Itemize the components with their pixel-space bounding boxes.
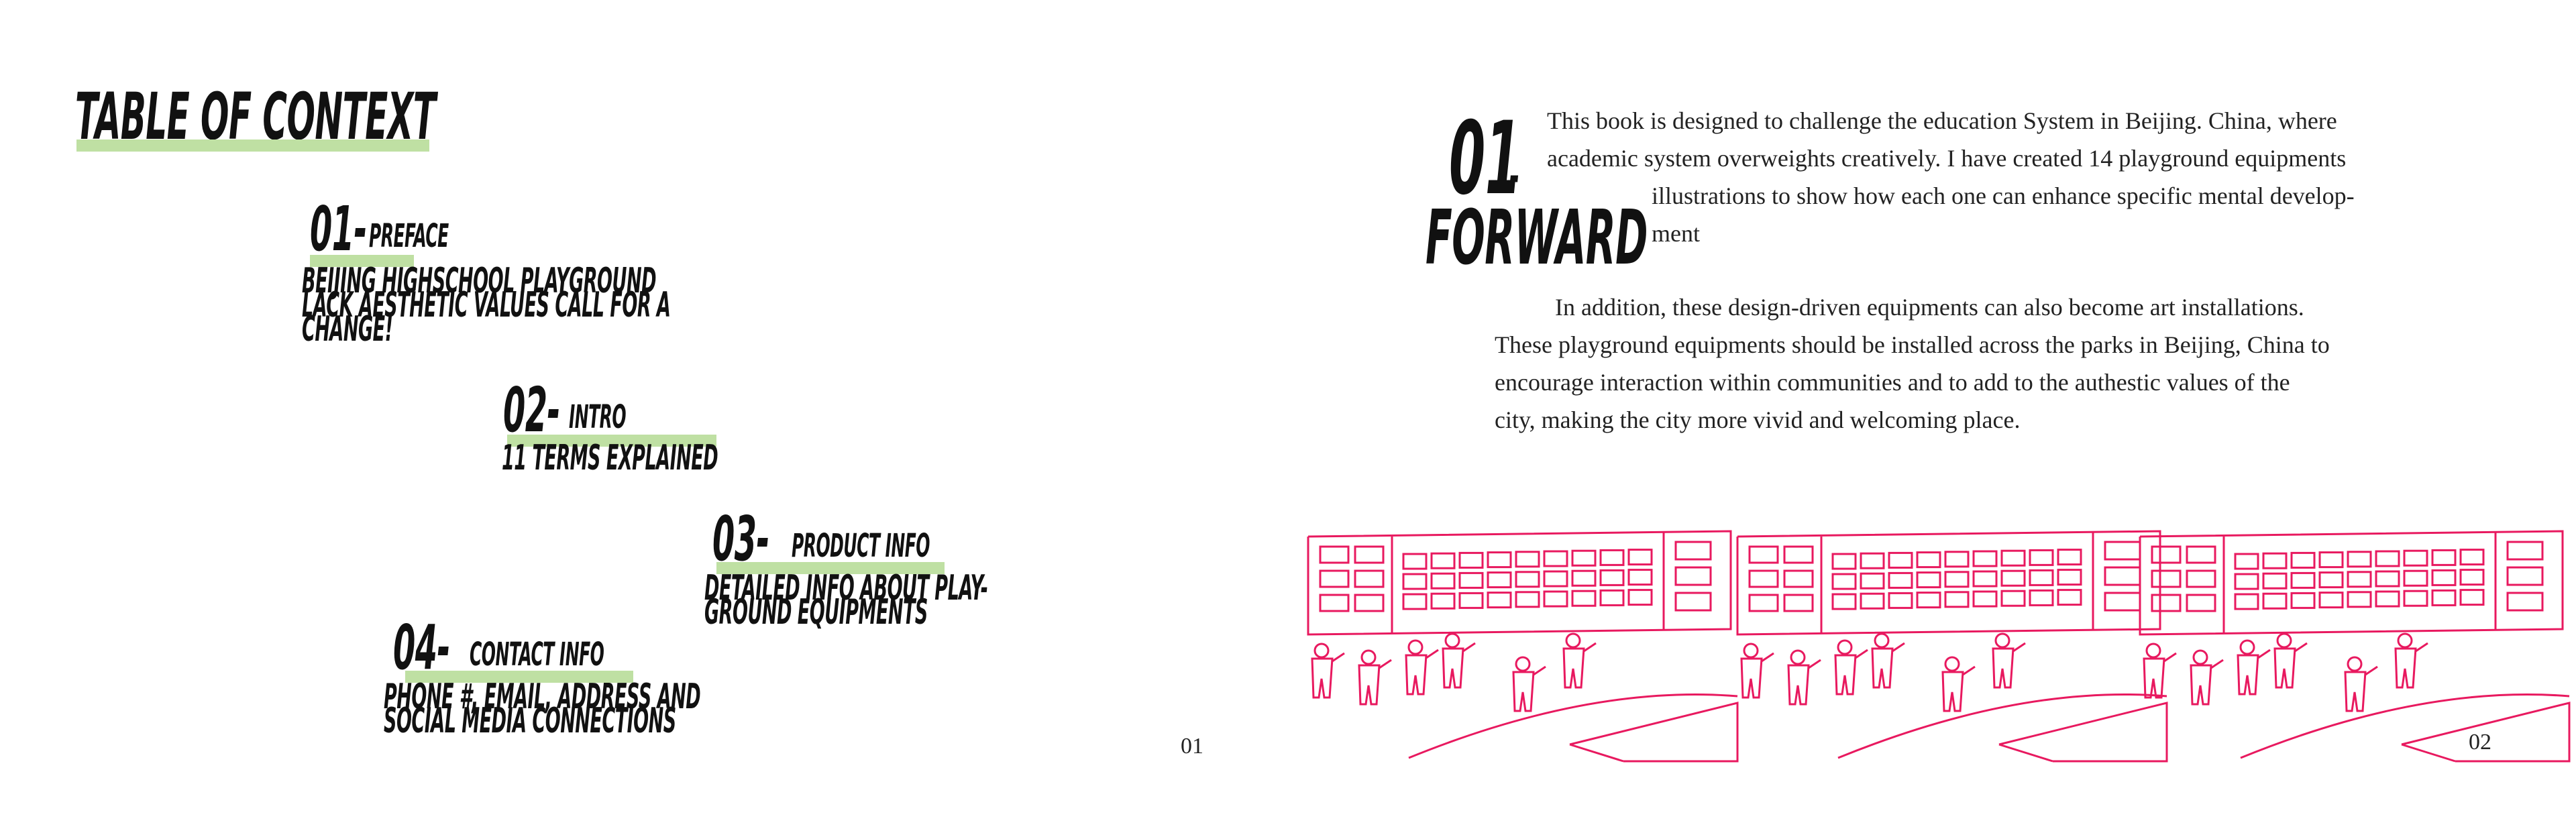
section-title: FORWARD	[1426, 195, 1648, 282]
entry-number: 04-	[393, 612, 450, 683]
entry-number: 02-	[503, 374, 560, 446]
building-segment	[1307, 530, 1739, 763]
entry-desc-line: LACK AESTHETIC VALUES CALL FOR A	[302, 285, 671, 325]
entry-desc-line: GROUND EQUIPMENTS	[704, 592, 928, 632]
building-segment	[2139, 530, 2571, 763]
entry-heading: CONTACT INFO	[470, 636, 604, 673]
building-segment	[1736, 530, 2168, 763]
entry-desc-line: CHANGE!	[302, 309, 393, 349]
paragraph-line: illustrations to show how each one can e…	[1652, 182, 2355, 209]
paragraph-line: academic system overweights creatively. …	[1547, 145, 2347, 172]
paragraph-line: In addition, these design-driven equipme…	[1555, 294, 2304, 321]
paragraph-line: encourage interaction within communities…	[1495, 369, 2290, 396]
section-dash: -	[1509, 149, 1519, 204]
entry-heading: INTRO	[569, 398, 627, 436]
paragraph-line: ment	[1652, 220, 1700, 247]
entry-heading: PRODUCT INFO	[792, 527, 930, 565]
page-number-right: 02	[2469, 730, 2491, 755]
entry-underline	[405, 671, 633, 683]
entry-desc-line: DETAILED INFO ABOUT PLAY-	[704, 568, 988, 608]
paragraph-line: This book is designed to challenge the e…	[1547, 107, 2337, 134]
entry-desc-line: 11 TERMS EXPLAINED	[502, 438, 718, 478]
entry-number: 03-	[712, 503, 769, 575]
paragraph-line: city, making the city more vivid and wel…	[1495, 406, 2021, 433]
title-underline	[76, 140, 429, 152]
entry-desc-line: SOCIAL MEDIA CONNECTIONS	[384, 701, 676, 741]
entry-desc-line: PHONE #, EMAIL, ADDRESS AND	[384, 677, 701, 717]
entry-underline	[716, 562, 945, 574]
entry-desc-line: BEIJING HIGHSCHOOL PLAYGROUND	[302, 261, 657, 301]
entry-number: 01-	[310, 193, 367, 265]
section-number: 01	[1449, 101, 1521, 217]
paragraph-line: These playground equipments should be in…	[1495, 331, 2330, 358]
entry-heading: PREFACE	[369, 217, 449, 255]
entry-underline	[507, 435, 716, 447]
page-number-left: 01	[1181, 734, 1203, 759]
entry-underline	[310, 255, 414, 267]
